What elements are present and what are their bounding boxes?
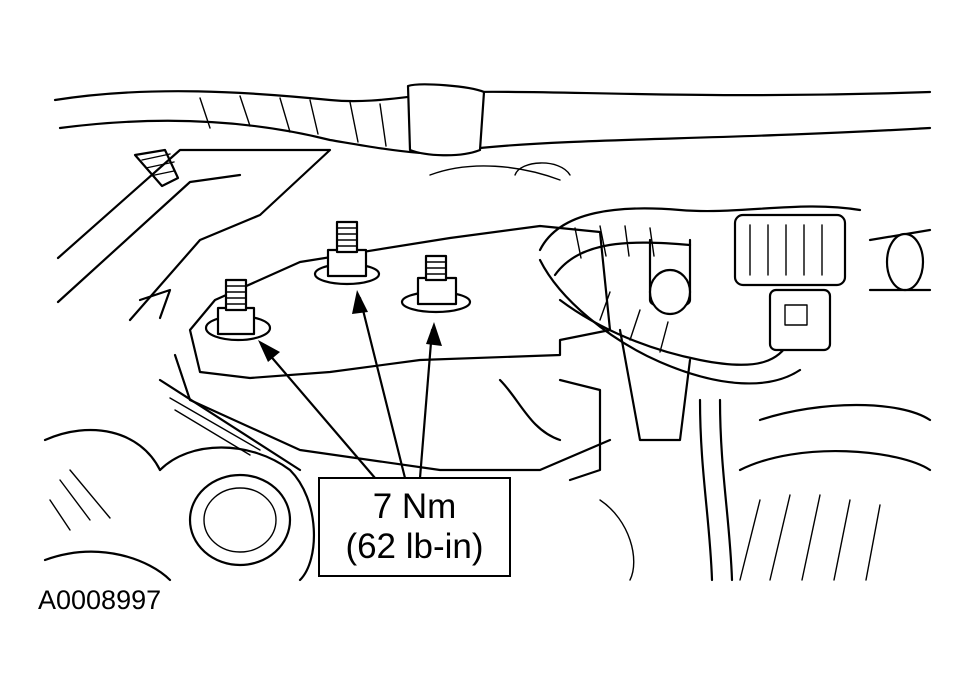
misc-engine-lines (429, 162, 635, 581)
lower-left-hose (43, 428, 315, 582)
torque-spec-callout: 7 Nm (62 lb-in) (318, 477, 511, 577)
torque-metric-value: 7 Nm (372, 487, 457, 526)
bolt-right-drawing (400, 254, 472, 314)
bolt-middle-drawing (313, 220, 381, 286)
figure-id-label: A0008997 (38, 585, 162, 615)
upper-harness (53, 83, 932, 157)
bolt-left-drawing (204, 278, 272, 342)
cover-plate (158, 224, 612, 472)
torque-imperial-value: (62 lb-in) (345, 527, 484, 566)
right-harness (538, 205, 862, 582)
right-hose (738, 228, 932, 581)
leader-arrows (258, 290, 442, 480)
left-bracket (56, 148, 332, 322)
